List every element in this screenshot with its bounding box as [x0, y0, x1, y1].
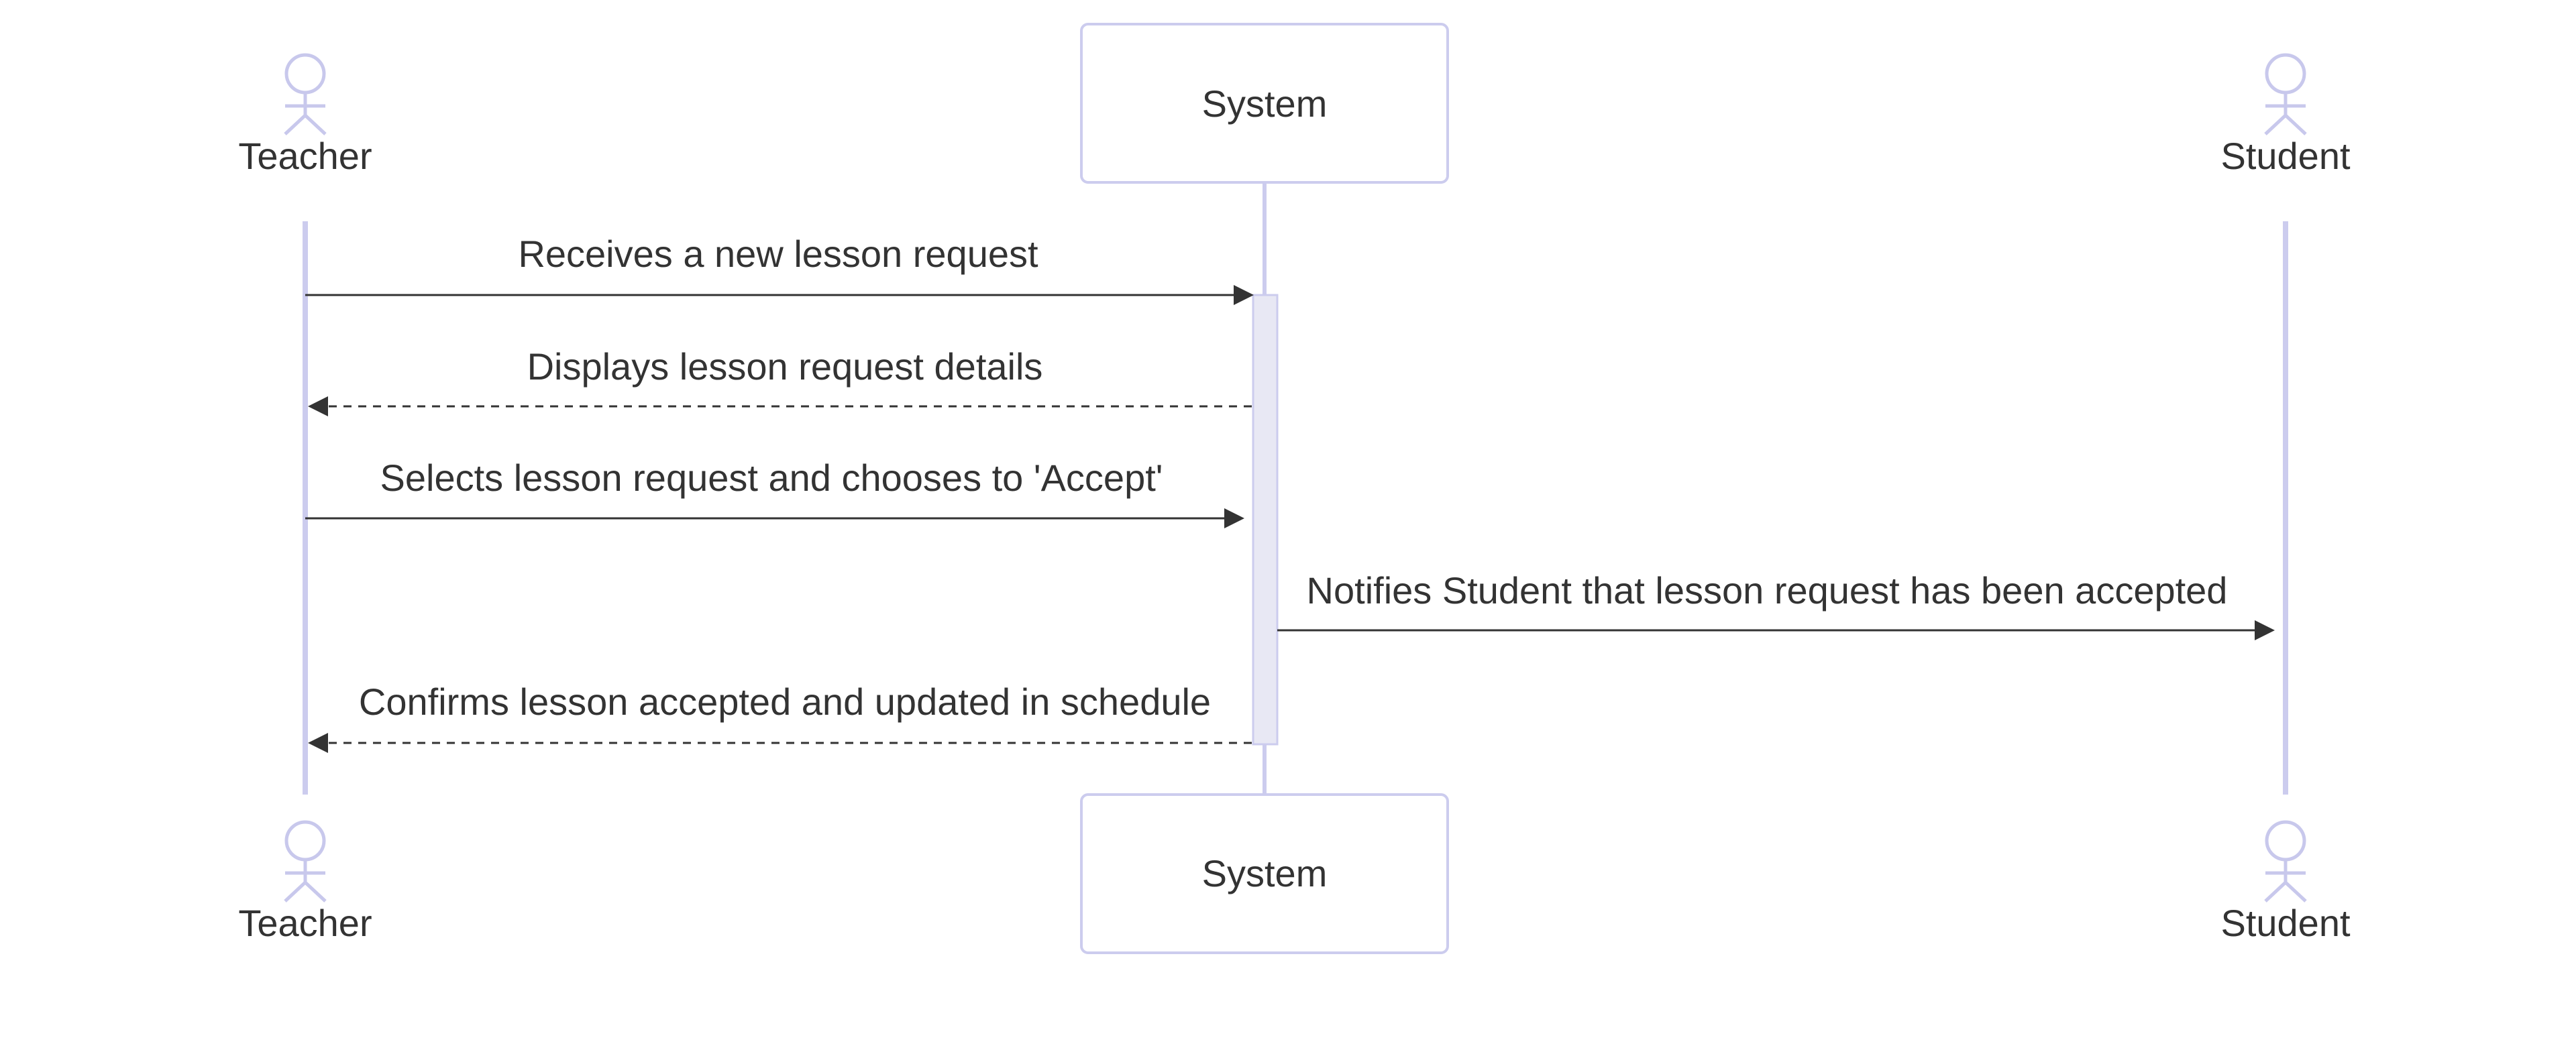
participant-teacher-bottom: Teacher — [238, 820, 372, 944]
message-1: Receives a new lesson request — [305, 233, 1254, 305]
actor-figure-icon — [284, 53, 327, 135]
message-2: Displays lesson request details — [308, 345, 1252, 416]
message-label: Selects lesson request and chooses to 'A… — [380, 457, 1163, 499]
actor-label-student: Student — [2220, 135, 2350, 177]
message-5: Confirms lesson accepted and updated in … — [308, 681, 1252, 753]
message-label: Notifies Student that lesson request has… — [1307, 569, 2228, 612]
participant-student-bottom: Student — [2220, 820, 2351, 944]
participant-label-system: System — [1202, 82, 1328, 125]
message-3: Selects lesson request and chooses to 'A… — [305, 457, 1244, 528]
actor-figure-icon — [284, 820, 327, 903]
message-4: Notifies Student that lesson request has… — [1277, 569, 2275, 640]
message-label: Confirms lesson accepted and updated in … — [359, 681, 1211, 723]
actor-label-student: Student — [2220, 902, 2350, 944]
participant-system-top: System — [1080, 23, 1449, 184]
participant-box — [1080, 793, 1449, 954]
participant-box — [1080, 23, 1449, 184]
message-label: Displays lesson request details — [527, 345, 1043, 388]
activation-bar-system — [1252, 294, 1279, 746]
actor-label-teacher: Teacher — [238, 902, 372, 944]
participant-system-bottom: System — [1080, 793, 1449, 954]
actor-figure-icon — [2264, 53, 2307, 135]
actor-label-teacher: Teacher — [238, 135, 372, 177]
participant-label-system: System — [1202, 852, 1328, 894]
participant-teacher-top: Teacher — [238, 53, 372, 177]
participant-student-top: Student — [2220, 53, 2351, 177]
actor-figure-icon — [2264, 820, 2307, 903]
message-label: Receives a new lesson request — [518, 233, 1038, 275]
